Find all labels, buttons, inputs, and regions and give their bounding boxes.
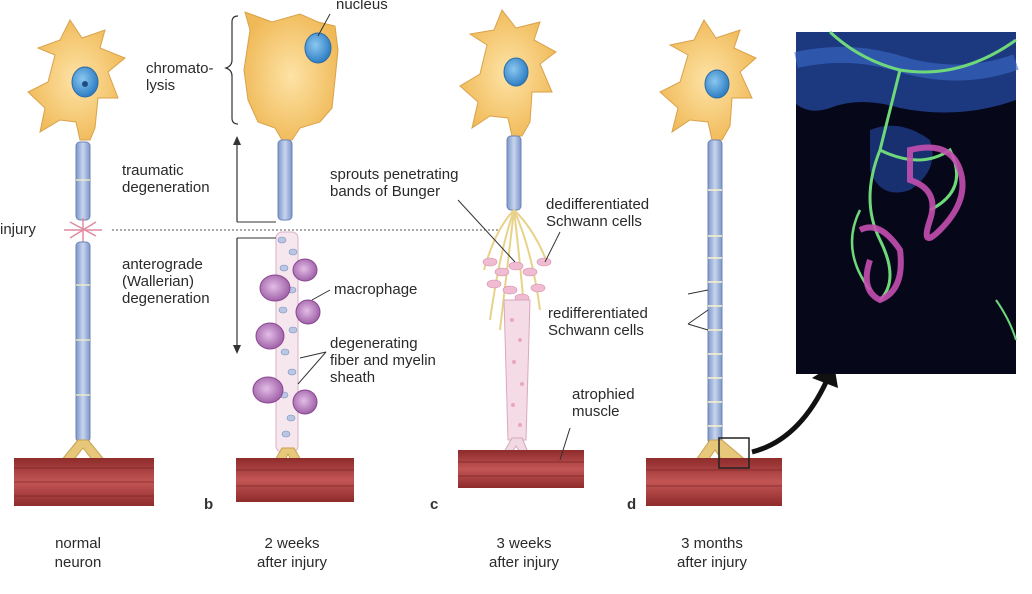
macrophage-cell bbox=[255, 322, 285, 350]
axon-fluorescent-green bbox=[828, 30, 1017, 74]
injury-site bbox=[64, 218, 102, 242]
axon-proximal bbox=[277, 139, 293, 221]
rediff-bracket-line bbox=[687, 289, 709, 331]
label-sprouts: sprouts penetrating bands of Bunger bbox=[330, 166, 459, 200]
label-injury: injury bbox=[0, 221, 36, 238]
axon-myelin-proximal bbox=[75, 141, 91, 221]
label-macrophage: macrophage bbox=[334, 281, 418, 298]
bands-of-bunger bbox=[503, 299, 531, 441]
macrophage-cell bbox=[259, 274, 291, 302]
label-redifferentiated-schwann: redifferentiated Schwann cells bbox=[548, 305, 648, 339]
axon-proximal bbox=[506, 135, 522, 211]
caption-normal-neuron: normal neuron bbox=[54, 535, 102, 571]
panel-2-weeks bbox=[224, 11, 354, 502]
dedifferentiated-schwann-cells bbox=[482, 257, 552, 303]
chromatolysis-bracket bbox=[224, 15, 239, 125]
fluorescence-micrograph bbox=[794, 30, 1019, 374]
label-dedifferentiated-schwann: dedifferentiated Schwann cells bbox=[546, 196, 650, 230]
zoom-arrow bbox=[751, 376, 831, 455]
panel-3-weeks bbox=[457, 9, 584, 488]
axon-myelin-distal bbox=[75, 241, 91, 443]
panel-letter-c: c bbox=[430, 496, 439, 513]
label-anterograde-degeneration: anterograde (Wallerian) degeneration bbox=[122, 256, 210, 307]
magnified-region-box bbox=[718, 437, 750, 469]
panel-normal-neuron bbox=[14, 19, 154, 506]
atrophied-muscle bbox=[458, 450, 584, 488]
panel-letter-d: d bbox=[627, 496, 637, 513]
caption-2-weeks: 2 weeks after injury bbox=[256, 535, 328, 571]
axon-myelin bbox=[707, 139, 723, 445]
muscle-fiber bbox=[236, 458, 354, 502]
label-chromatolysis: chromato- lysis bbox=[146, 60, 214, 94]
neuron-nucleus bbox=[704, 69, 730, 99]
macrophage-cell bbox=[292, 258, 318, 282]
label-traumatic-degeneration: traumatic degeneration bbox=[122, 162, 210, 196]
caption-3-months: 3 months after injury bbox=[676, 535, 748, 571]
panel-letter-b: b bbox=[204, 496, 214, 513]
macrophage-cell bbox=[292, 389, 318, 415]
nucleolus bbox=[82, 81, 88, 87]
neuron-nucleus bbox=[503, 57, 529, 87]
endplate-magenta bbox=[907, 144, 966, 241]
label-atrophied-muscle: atrophied muscle bbox=[572, 386, 635, 420]
macrophage-cell bbox=[295, 299, 321, 325]
macrophage-cell bbox=[252, 376, 284, 404]
label-nucleus: nucleus bbox=[336, 0, 388, 13]
neuron-nucleus-eccentric bbox=[304, 32, 332, 64]
muscle-fiber bbox=[646, 458, 782, 506]
caption-3-weeks: 3 weeks after injury bbox=[488, 535, 560, 571]
label-degenerating-fiber: degenerating fiber and myelin sheath bbox=[330, 335, 436, 386]
neuron-soma-swollen bbox=[243, 11, 339, 141]
panel-3-months bbox=[646, 19, 838, 506]
redifferentiated-schwann-nodes bbox=[708, 189, 722, 427]
macrophages bbox=[252, 258, 321, 415]
